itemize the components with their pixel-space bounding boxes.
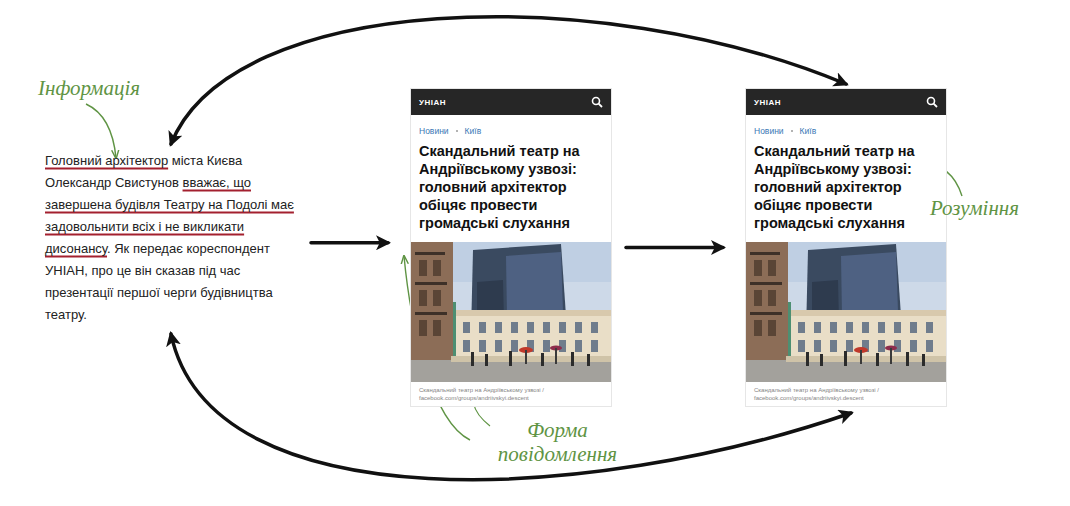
leader-line (86, 104, 116, 158)
breadcrumb-item: Київ (800, 126, 817, 136)
headline: Скандальний театр на Андріївському узвоз… (754, 142, 938, 232)
site-header: УНІАН (411, 89, 611, 115)
info-text-block: Головний архітектор міста Києва Олександ… (45, 150, 297, 326)
info-paragraph: Головний архітектор міста Києва Олександ… (45, 150, 297, 326)
breadcrumb-separator (791, 130, 793, 132)
site-header: УНІАН (746, 89, 946, 115)
breadcrumb-item: Новини (419, 126, 449, 136)
search-icon (591, 96, 603, 108)
breadcrumb: Новини Київ (419, 126, 603, 136)
breadcrumb-separator (456, 130, 458, 132)
site-logo: УНІАН (419, 98, 446, 107)
search-icon (926, 96, 938, 108)
news-screenshot: УНІАН Новини КиївСкандальний театр на Андр… (745, 88, 947, 407)
breadcrumb-item: Київ (465, 126, 482, 136)
headline: Скандальний театр на Андріївському узвоз… (419, 142, 603, 232)
handwritten-label: Форма повідомлення (470, 418, 645, 466)
flow-arrow (311, 241, 388, 245)
breadcrumb-item: Новини (754, 126, 784, 136)
news-photo (411, 242, 611, 382)
site-logo: УНІАН (754, 98, 781, 107)
breadcrumb: Новини Київ (754, 126, 938, 136)
handwritten-label: Розуміння (930, 196, 1060, 220)
photo-caption: Скандальний театр на Андріївському узвоз… (419, 386, 603, 402)
handwritten-label: Інформація (38, 76, 178, 100)
news-screenshot: УНІАН Новини КиївСкандальний театр на Андр… (410, 88, 612, 407)
flow-arrow (626, 246, 723, 250)
news-photo (746, 242, 946, 382)
photo-caption: Скандальний театр на Андріївському узвоз… (754, 386, 938, 402)
